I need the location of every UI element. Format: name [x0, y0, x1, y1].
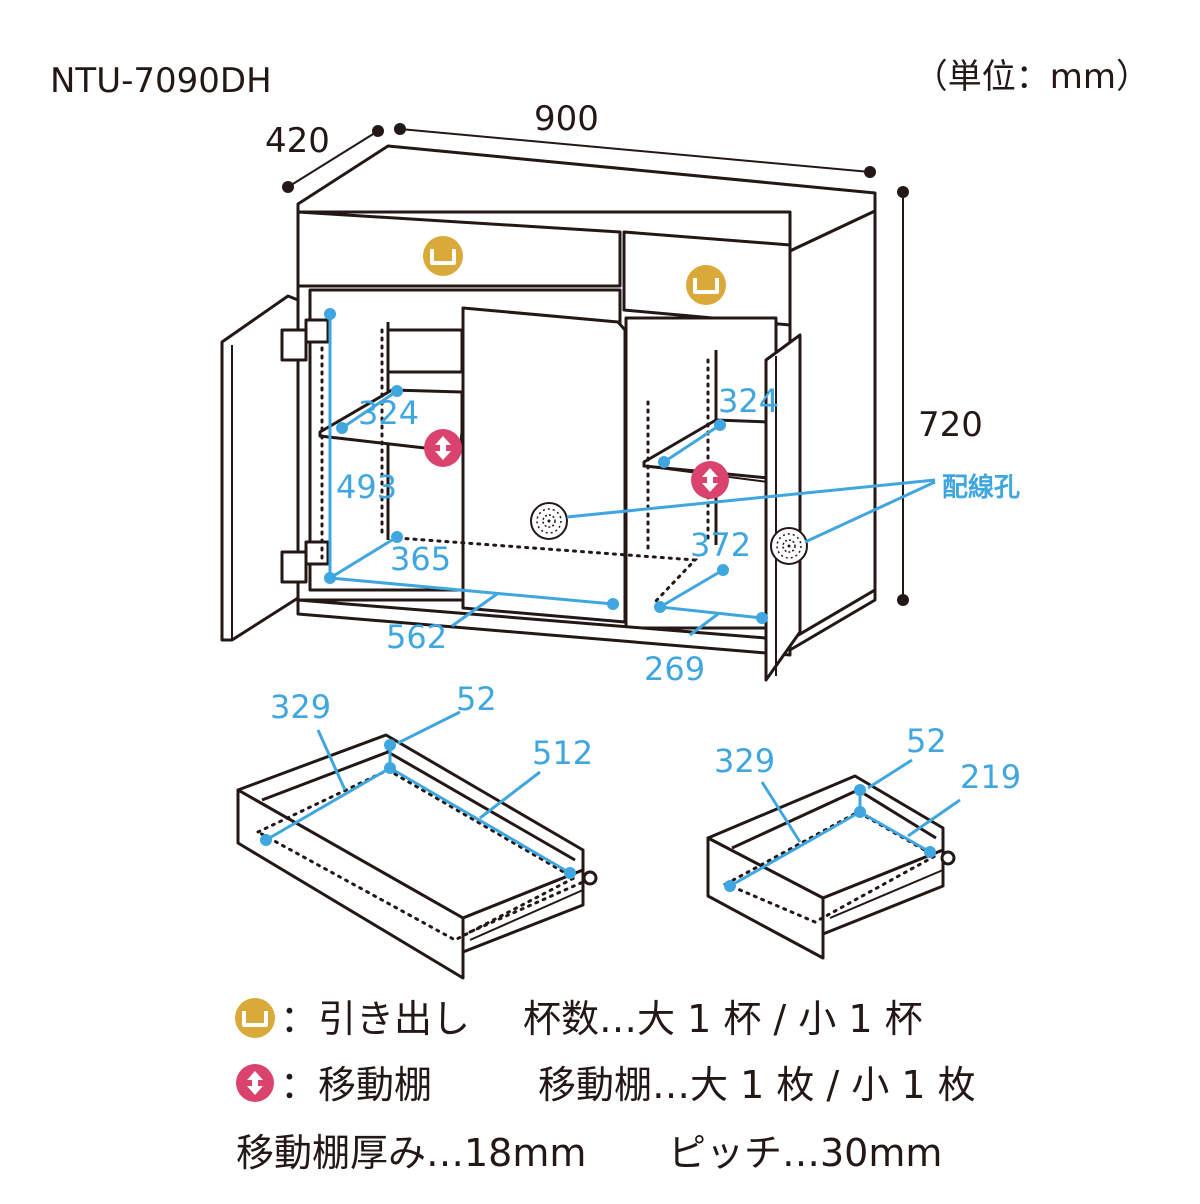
width-dimension: 900 [534, 99, 599, 139]
movable-shelf-icon [424, 429, 462, 467]
small-drawer-width: 219 [960, 758, 1021, 796]
movable-shelf-icon [691, 461, 729, 499]
legend-drawer-count: 杯数…大 1 杯 / 小 1 杯 [523, 997, 923, 1041]
right-bottom-width: 269 [644, 650, 705, 688]
large-drawer [236, 733, 598, 980]
left-inner-height: 493 [336, 468, 397, 506]
drawer-handle-icon [684, 263, 728, 307]
right-shelf-depth: 324 [718, 382, 779, 420]
legend-shelf-label: ：移動棚 [280, 1063, 432, 1107]
unit-label: （単位：mm） [914, 57, 1150, 97]
small-drawer [706, 774, 956, 960]
cabinet [220, 144, 877, 682]
drawer-handle-icon [233, 996, 277, 1040]
legend-shelf-thickness: 移動棚厚み…18mm [236, 1131, 586, 1175]
height-dimension: 720 [918, 405, 983, 445]
large-drawer-depth: 329 [270, 688, 331, 726]
legend-shelf-count: 移動棚…大 1 枚 / 小 1 枚 [538, 1063, 976, 1107]
right-bottom-depth: 372 [690, 526, 751, 564]
legend-pitch: ピッチ…30mm [668, 1131, 942, 1175]
drawer-handle-icon [421, 234, 465, 278]
small-drawer-dimensions [724, 758, 961, 892]
movable-shelf-icon [236, 1064, 274, 1102]
inner-dimensions [324, 308, 936, 637]
left-shelf-depth: 324 [358, 394, 419, 432]
overall-dimensions [282, 123, 909, 606]
wiring-hole-icon [530, 502, 568, 540]
left-bottom-depth: 365 [390, 540, 451, 578]
large-drawer-dimensions [260, 710, 576, 879]
large-drawer-width: 512 [532, 734, 593, 772]
model-number: NTU-7090DH [50, 61, 272, 101]
small-drawer-depth: 329 [714, 742, 775, 780]
depth-dimension: 420 [265, 121, 330, 161]
legend-drawer-label: ：引き出し [280, 997, 470, 1041]
large-drawer-height: 52 [456, 680, 497, 718]
small-drawer-height: 52 [906, 722, 947, 760]
wiring-hole-label: 配線孔 [942, 472, 1020, 503]
wiring-hole-icon [770, 527, 808, 565]
left-bottom-width: 562 [386, 618, 447, 656]
legend: ：引き出し 杯数…大 1 杯 / 小 1 杯 ：移動棚 移動棚…大 1 枚 / … [233, 996, 976, 1175]
